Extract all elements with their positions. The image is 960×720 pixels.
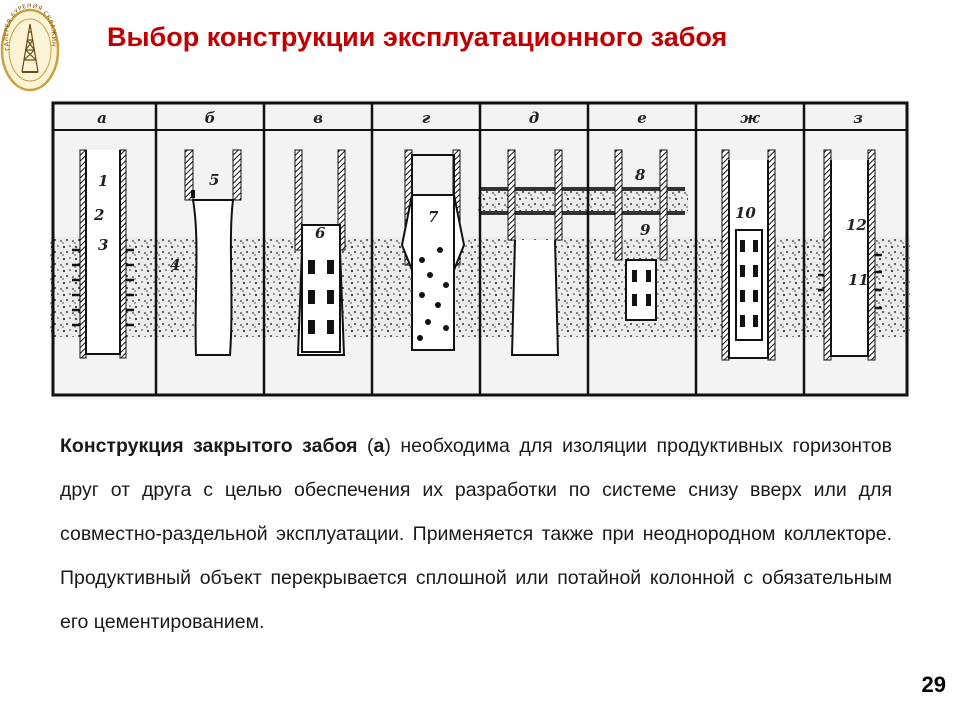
description-paragraph: Конструкция закрытого забоя (а) необходи… (60, 424, 892, 644)
well-d (507, 149, 563, 356)
callout-8: 8 (635, 166, 646, 184)
well-e: 8 9 (614, 149, 668, 321)
cell-label-v: в (313, 109, 323, 127)
cell-label-a: а (97, 109, 107, 127)
well-b: 5 4 (170, 149, 242, 356)
variant-letter: а (373, 435, 385, 457)
page-number: 29 (921, 672, 946, 697)
variant-paren-open: ( (357, 435, 374, 457)
interlayer (480, 187, 685, 191)
cell-label-z: з (853, 109, 863, 127)
callout-4: 4 (170, 256, 180, 274)
callout-7: 7 (428, 208, 439, 226)
bold-lead: Конструкция закрытого забоя (60, 435, 358, 457)
callout-3: 3 (98, 236, 108, 254)
page-title: Выбор конструкции эксплуатационного забо… (107, 22, 728, 52)
cell-label-e: е (637, 109, 647, 127)
well-completion-diagram: а б в г д е ж з 1 2 3 5 4 (50, 100, 910, 400)
well-g: 7 (400, 149, 466, 351)
cell-label-d: д (529, 109, 539, 127)
callout-2: 2 (93, 206, 104, 224)
description-text: необходима для изоляции продуктивных гор… (60, 435, 892, 633)
interlayer (480, 211, 685, 215)
university-seal-logo: ГАЛЕРЕЯ БУРЕНИЯ СКВАЖИН (0, 2, 60, 92)
well-zh: 10 (721, 149, 776, 361)
callout-12: 12 (846, 216, 867, 234)
callout-9: 9 (640, 221, 651, 239)
cell-label-b: б (205, 109, 216, 127)
callout-1: 1 (98, 172, 108, 190)
interlayer (478, 191, 688, 211)
cell-label-g: г (422, 109, 431, 127)
callout-6: 6 (315, 224, 326, 242)
well-z: 12 11 (818, 149, 882, 361)
variant-paren-close: ) (384, 435, 391, 457)
callout-11: 11 (848, 271, 869, 289)
derrick-icon (21, 23, 39, 73)
well-a: 1 2 3 (72, 149, 134, 359)
well-v: 6 (294, 149, 346, 356)
cell-dividers (154, 103, 806, 395)
callout-5: 5 (209, 171, 219, 189)
callout-10: 10 (735, 204, 756, 222)
cell-label-zh: ж (740, 109, 760, 127)
